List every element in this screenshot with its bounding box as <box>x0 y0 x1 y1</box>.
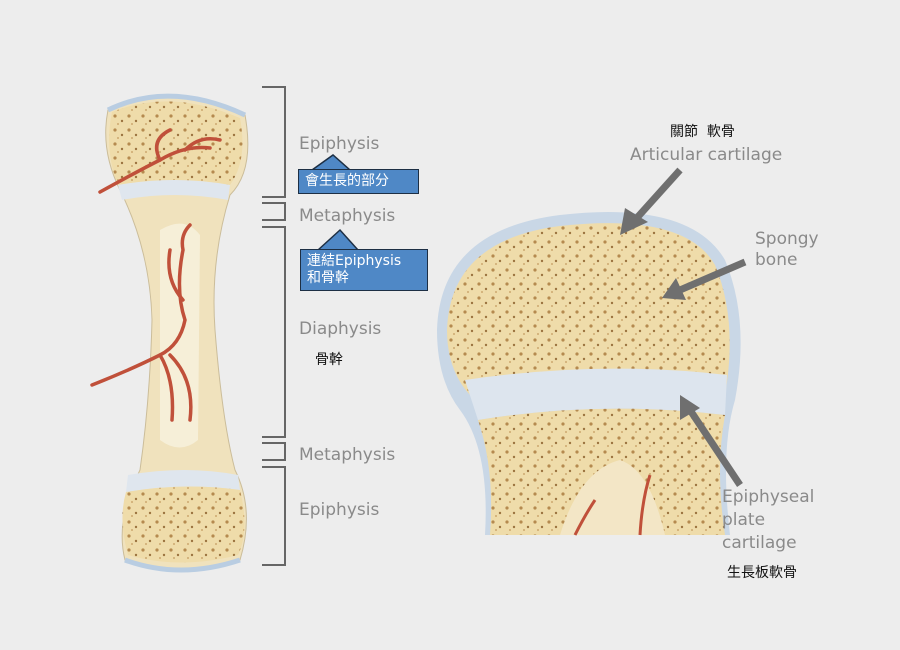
label-diaphysis-zh: 骨幹 <box>315 352 343 368</box>
blood-vessel <box>90 128 222 422</box>
callout-metaphysis-note: 連結Epiphysis 和骨幹 <box>300 249 428 291</box>
label-plate-zh: 生長板軟骨 <box>727 565 797 581</box>
label-metaphysis-top: Metaphysis <box>299 206 396 226</box>
callout-pointer <box>316 228 360 251</box>
label-articular-cartilage: Articular cartilage <box>630 145 783 165</box>
callout-line: 和骨幹 <box>307 270 349 286</box>
label-line: plate <box>722 510 766 530</box>
label-metaphysis-bottom: Metaphysis <box>299 445 396 465</box>
label-line: cartilage <box>722 533 797 553</box>
label-articular-zh: 關節 軟骨 <box>670 124 735 140</box>
label-line: Epiphyseal <box>722 487 815 507</box>
callout-pointer <box>309 154 352 171</box>
pointer-arrows <box>620 167 747 487</box>
label-line: bone <box>755 250 798 270</box>
label-diaphysis: Diaphysis <box>299 319 382 339</box>
callout-epiphysis-note: 會生長的部分 <box>298 169 419 194</box>
region-brackets <box>262 86 286 566</box>
label-epiphysis-top: Epiphysis <box>299 134 380 154</box>
long-bone-illustration <box>90 93 249 573</box>
callout-line: 連結Epiphysis <box>307 253 402 269</box>
epiphysis-closeup-illustration <box>437 212 741 536</box>
label-spongy-bone: Spongy bone <box>755 229 819 271</box>
label-epiphyseal-plate: Epiphyseal plate cartilage <box>722 486 814 555</box>
label-line: Spongy <box>755 229 819 249</box>
label-epiphysis-bottom: Epiphysis <box>299 500 380 520</box>
